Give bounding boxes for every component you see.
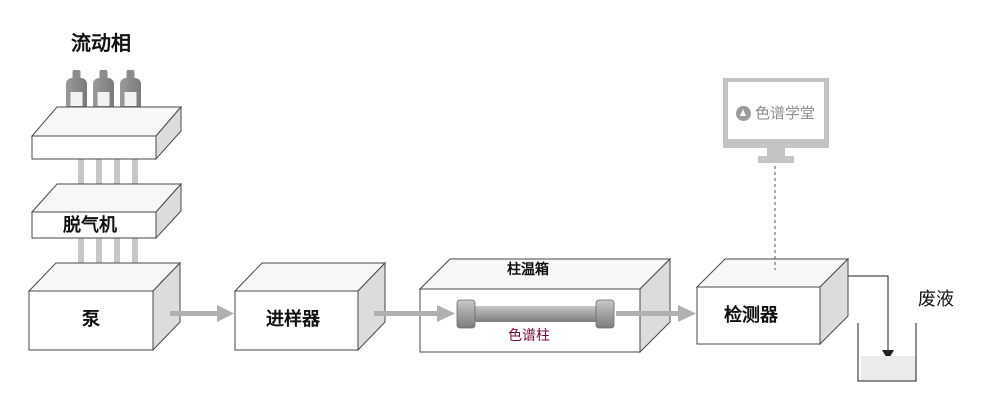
tubing-lines: [78, 159, 138, 279]
mobile-phase-label: 流动相: [71, 31, 131, 55]
waste-label: 废液: [918, 289, 954, 310]
arrow-pump-to-injector: [170, 305, 234, 322]
injector-box: [233, 261, 387, 352]
pump-label: 泵: [82, 309, 100, 330]
pump-box: [27, 261, 182, 352]
mobile-phase-tray: [30, 105, 183, 161]
arrow-column-to-detector: [616, 305, 696, 322]
waste-arrow-head: [882, 350, 894, 360]
monitor-logo-text: 色谱学堂: [755, 104, 816, 122]
chromatography-column: [456, 299, 615, 329]
detector-box: [695, 257, 850, 346]
waste-container: [857, 323, 917, 382]
waste-line: [848, 275, 889, 352]
degasser-box: [30, 182, 183, 240]
injector-label: 进样器: [266, 309, 320, 330]
detector-label: 检测器: [724, 305, 778, 326]
arrow-injector-to-column: [374, 305, 455, 322]
column-oven-label: 柱温箱: [507, 262, 549, 278]
logo-icon: [736, 106, 751, 121]
degasser-label: 脱气机: [63, 215, 117, 236]
flow-arrows: [170, 305, 696, 322]
column-label: 色谱柱: [508, 328, 550, 344]
